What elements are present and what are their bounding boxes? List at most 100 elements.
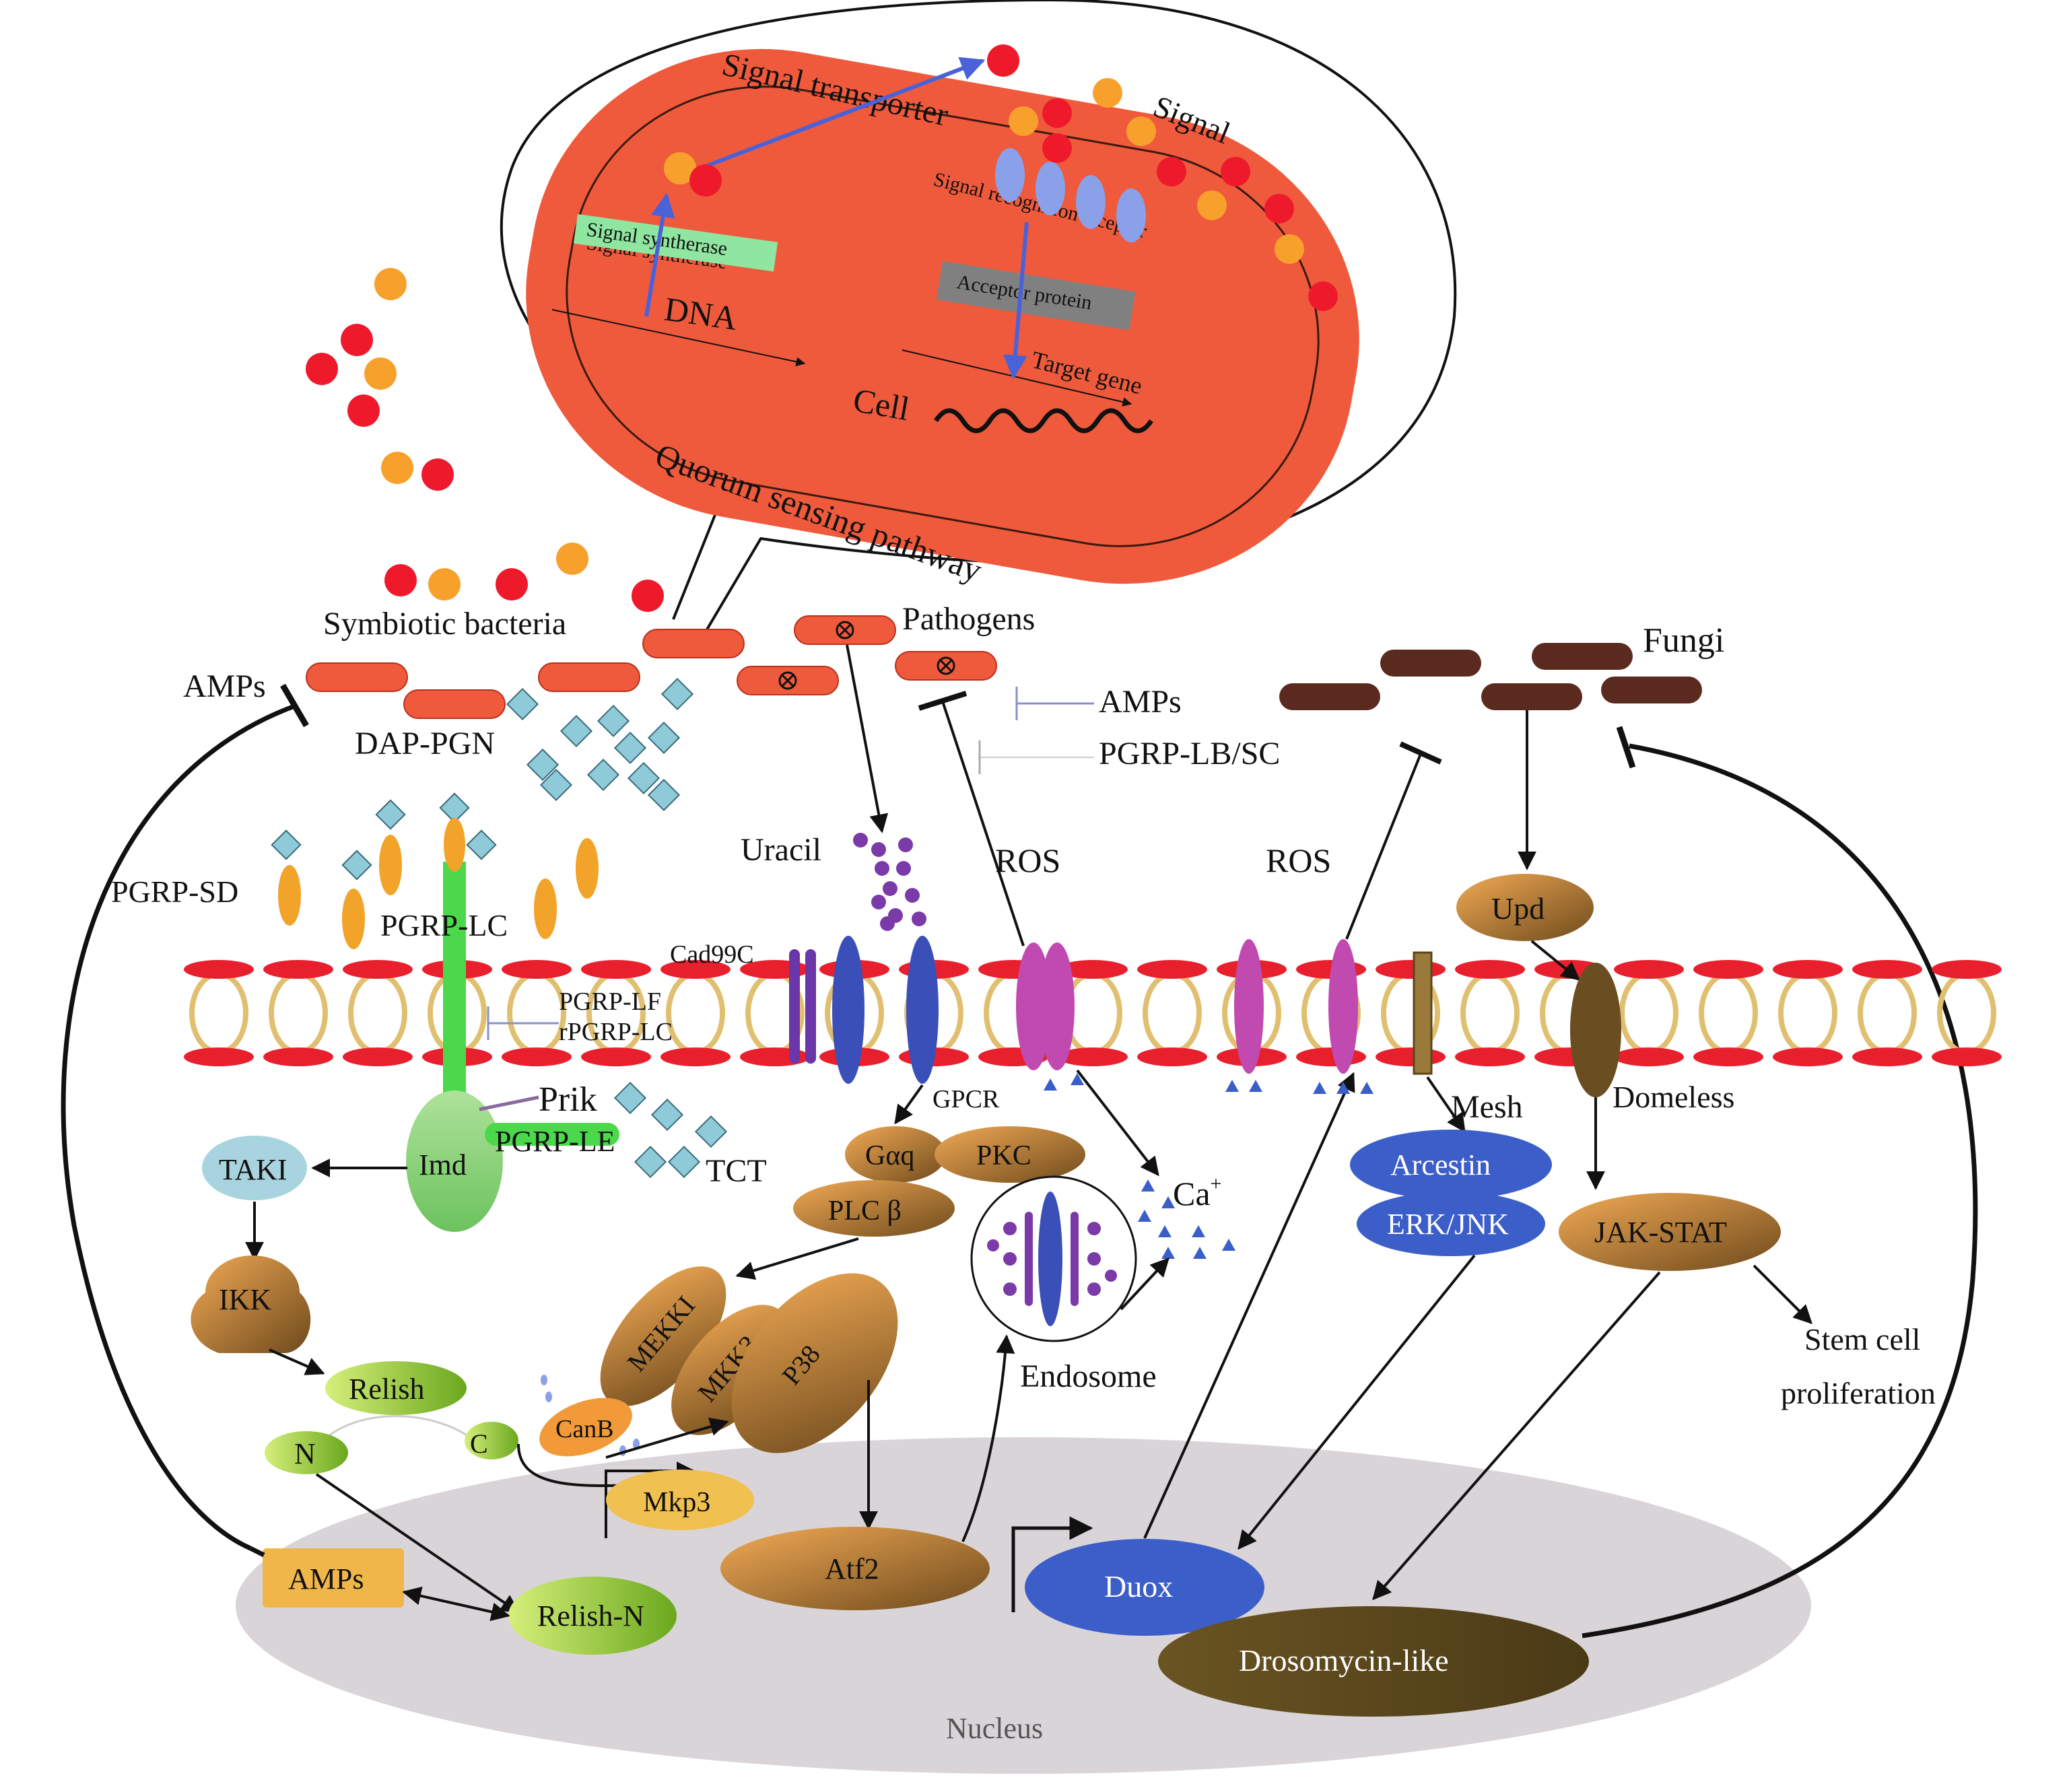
signal-dots bbox=[664, 44, 1338, 311]
jakstat-to-drosomycin bbox=[1372, 1271, 1661, 1601]
gpcr-to-gaq bbox=[894, 1084, 924, 1125]
gaq-label: Gαq bbox=[865, 1140, 914, 1171]
fungi bbox=[1279, 643, 1702, 710]
lipid-head bbox=[1693, 960, 1763, 979]
signal-recognition-receptors bbox=[995, 148, 1146, 242]
amps-left-label: AMPs bbox=[183, 668, 266, 704]
drosomycin-label: Drosomycin-like bbox=[1239, 1643, 1449, 1678]
gpcr-receptor-2 bbox=[906, 936, 939, 1084]
lipid-tail bbox=[269, 971, 328, 1055]
mesh-label: Mesh bbox=[1451, 1089, 1523, 1125]
lipid-head bbox=[1773, 1047, 1843, 1066]
relish-label: Relish bbox=[349, 1373, 424, 1406]
upd-node bbox=[1456, 874, 1594, 941]
ros-right-label: ROS bbox=[1266, 841, 1331, 879]
cad99c-label: Cad99C bbox=[670, 940, 754, 969]
ikk-to-relish bbox=[269, 1348, 325, 1375]
pgrp-sd-receptors bbox=[278, 835, 599, 949]
ros-to-ca bbox=[1076, 1069, 1159, 1177]
stem-cell-label: Stem cell bbox=[1804, 1322, 1920, 1356]
mesh-to-arcestin bbox=[1426, 1076, 1466, 1133]
lipid-tail bbox=[189, 971, 248, 1055]
ikk-node bbox=[191, 1255, 311, 1353]
amps-mid-label: AMPs bbox=[1099, 684, 1182, 720]
duox-node bbox=[1025, 1539, 1264, 1636]
lipid-head bbox=[1852, 960, 1922, 979]
erk-jnk-node bbox=[1357, 1192, 1545, 1256]
lipid-head bbox=[1932, 1047, 2002, 1066]
ros-pathogen-bar bbox=[918, 691, 968, 711]
nucleus-label: Nucleus bbox=[946, 1712, 1043, 1745]
ros-to-fungi bbox=[1345, 753, 1422, 940]
lipid-head bbox=[1852, 1047, 1922, 1066]
plcb-to-mekki bbox=[735, 1237, 859, 1280]
lipid-head bbox=[581, 1047, 651, 1066]
lipid-head bbox=[1058, 960, 1128, 979]
mkp3-node bbox=[606, 1470, 754, 1530]
endosome-label: Endosome bbox=[1020, 1358, 1157, 1394]
pathogens-label: Pathogens bbox=[902, 601, 1035, 637]
atf2-node bbox=[720, 1527, 990, 1610]
canb-node bbox=[539, 1398, 632, 1457]
target-gene-wave bbox=[934, 408, 1153, 434]
lipid-head bbox=[1376, 960, 1446, 979]
pkc-node bbox=[935, 1126, 1085, 1183]
atf2-to-endosome bbox=[961, 1334, 1015, 1542]
tct-diamonds bbox=[613, 1081, 728, 1179]
signal-synthase-box bbox=[573, 214, 778, 272]
lipid-head bbox=[1137, 960, 1207, 979]
rpgrp-lc-label: rPGRP-LC bbox=[559, 1018, 673, 1046]
pgrp-lc-receptor bbox=[443, 862, 466, 1111]
uracil-dots bbox=[853, 833, 926, 931]
lipid-head bbox=[1614, 960, 1684, 979]
upd-to-domeless bbox=[1530, 940, 1581, 981]
pkc-label: PKC bbox=[976, 1140, 1031, 1171]
ikk-label: IKK bbox=[219, 1283, 271, 1316]
lipid-head bbox=[502, 1047, 572, 1066]
lipid-tail bbox=[666, 971, 725, 1055]
lipid-tail bbox=[348, 971, 407, 1055]
lipid-head bbox=[263, 960, 333, 979]
lipid-head bbox=[1376, 1047, 1446, 1066]
duox-promoter bbox=[1011, 1516, 1093, 1612]
imd-node bbox=[406, 1091, 503, 1232]
cell-membrane bbox=[184, 960, 2002, 1066]
upd-label: Upd bbox=[1491, 891, 1545, 926]
dap-pgn-label: DAP-PGN bbox=[355, 726, 495, 761]
relish-n-fragment bbox=[265, 1431, 348, 1474]
gaq-node bbox=[845, 1126, 946, 1183]
cell-outline-right bbox=[1582, 743, 1978, 1639]
cell-loop-to-amps bbox=[249, 1546, 265, 1558]
pathogens bbox=[737, 615, 997, 695]
endosome-to-ca bbox=[1120, 1257, 1169, 1311]
canb-label: CanB bbox=[555, 1415, 614, 1443]
pathogen-to-uracil bbox=[846, 644, 889, 833]
arcestin-node bbox=[1350, 1130, 1552, 1200]
amps-left-inhibit-bar bbox=[280, 683, 309, 728]
ros-right-channel-2 bbox=[1328, 939, 1358, 1074]
lipid-head bbox=[184, 1047, 254, 1066]
erk-jnk-label: ERK/JNK bbox=[1387, 1208, 1509, 1241]
pgrp-sd-ligands bbox=[271, 792, 497, 881]
lipid-tail bbox=[1699, 971, 1758, 1055]
canb-to-p38 bbox=[605, 1417, 729, 1459]
bacterial-cell bbox=[526, 48, 1359, 584]
synthase-arrow bbox=[644, 193, 675, 317]
pgrp-sd-label: PGRP-SD bbox=[111, 874, 238, 909]
jak-stat-node bbox=[1559, 1193, 1781, 1271]
proliferation-label: proliferation bbox=[1781, 1376, 1936, 1410]
mesh-receptor bbox=[1413, 951, 1433, 1075]
duox-label: Duox bbox=[1104, 1569, 1173, 1604]
lipid-head bbox=[1455, 960, 1525, 979]
pgrp-le-label: PGRP-LE bbox=[495, 1125, 615, 1158]
arcestin-label: Arcestin bbox=[1390, 1148, 1491, 1181]
symbiotic-bacteria bbox=[306, 629, 745, 719]
ros-channel-2 bbox=[1040, 942, 1075, 1070]
lipid-head bbox=[1614, 1047, 1684, 1066]
ca-triangles-center bbox=[1044, 1073, 1084, 1091]
symbiotic-bacteria-label: Symbiotic bacteria bbox=[323, 606, 566, 642]
lipid-head bbox=[343, 960, 413, 979]
prik-inhibit bbox=[479, 1095, 539, 1111]
relish-n-to-amps bbox=[402, 1586, 510, 1622]
imd-label: Imd bbox=[419, 1148, 467, 1181]
